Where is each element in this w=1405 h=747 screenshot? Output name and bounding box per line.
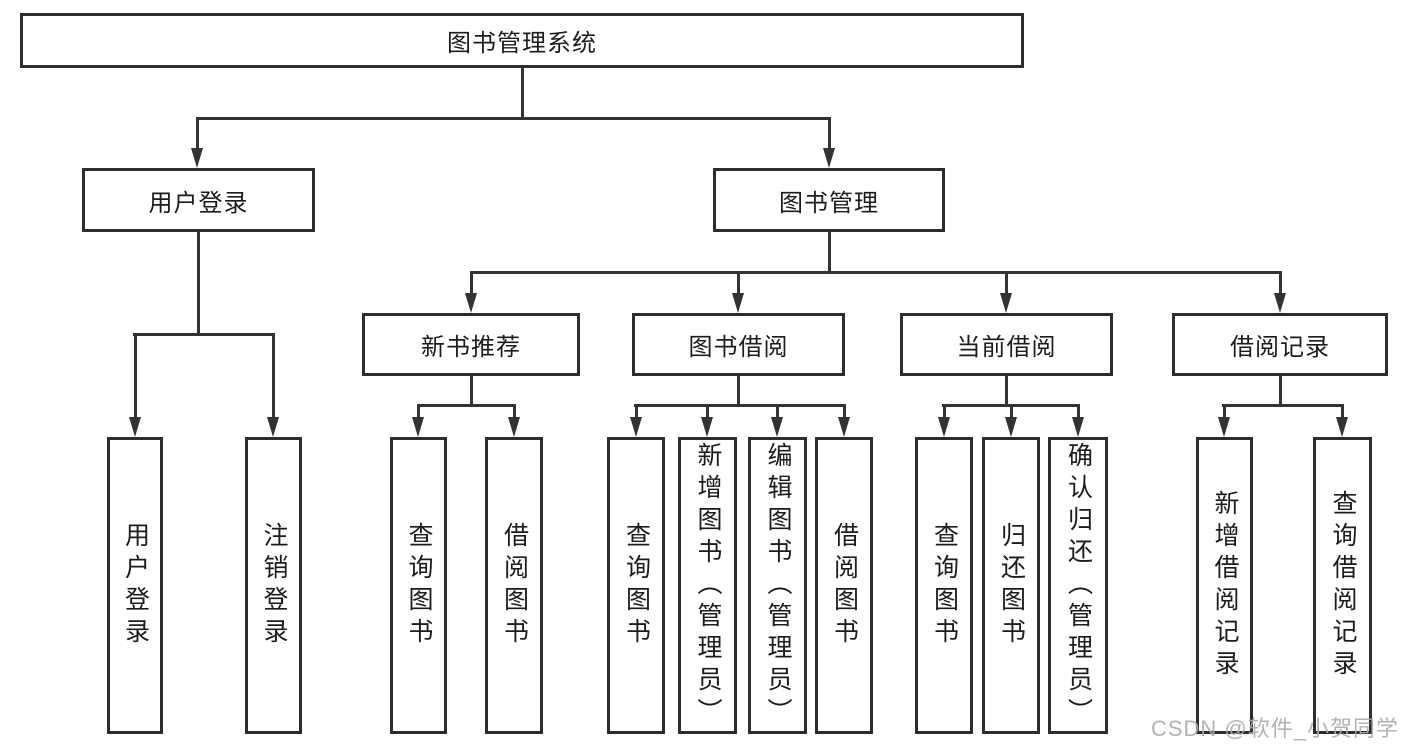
connector-2-arrow-3-shaft [1278, 272, 1282, 299]
arrow-down-icon [1273, 293, 1286, 313]
arrow-down-icon [1335, 417, 1348, 437]
node-user-login: 用户登录 [82, 168, 315, 232]
connector-0-arrow-1-shaft [827, 118, 831, 154]
arrow-down-icon [1004, 417, 1017, 437]
connector-1-arrow-0-shaft [133, 334, 137, 423]
connector-4-hline [634, 403, 846, 407]
node-current-borrowing: 当前借阅 [900, 313, 1113, 376]
arrow-down-icon [822, 148, 835, 168]
arrow-down-icon [1071, 417, 1084, 437]
node-label-current-borrowing: 当前借阅 [956, 334, 1057, 361]
connector-6-arrow-1-shaft [1340, 405, 1344, 423]
connector-2-arrow-2-shaft [1004, 272, 1008, 299]
arrow-down-icon [937, 417, 950, 437]
node-label-book-management: 图书管理 [779, 189, 879, 217]
connector-5-arrow-1-shaft [1009, 405, 1013, 423]
node-label-leaf-confirm-return: 确认归还（管理员） [1064, 441, 1093, 730]
node-leaf-edit-books: 编辑图书（管理员） [748, 437, 807, 734]
node-label-leaf-return-books: 归还图书 [997, 521, 1026, 650]
connector-6-stub [1278, 376, 1282, 407]
connector-5-arrow-0-shaft [942, 405, 946, 423]
node-leaf-confirm-return: 确认归还（管理员） [1048, 437, 1108, 734]
node-label-leaf-borrow-books-1: 借阅图书 [500, 521, 529, 650]
connector-2-stub [827, 232, 831, 274]
connector-5-arrow-2-shaft [1076, 405, 1080, 423]
connector-2-arrow-1-shaft [736, 272, 740, 299]
connector-2-arrow-0-shaft [469, 272, 473, 299]
connector-1-arrow-1-shaft [271, 334, 275, 423]
connector-1-stub [196, 232, 200, 336]
node-leaf-query-books-2: 查询图书 [607, 437, 665, 734]
connector-4-arrow-0-shaft [634, 405, 638, 423]
connector-4-arrow-1-shaft [705, 405, 709, 423]
node-label-borrowing-records: 借阅记录 [1230, 334, 1330, 361]
connector-0-hline [196, 116, 831, 120]
connector-3-arrow-1-shaft [512, 405, 516, 423]
node-borrowing-records: 借阅记录 [1172, 313, 1388, 376]
node-leaf-query-borrow-record: 查询借阅记录 [1313, 437, 1372, 734]
node-label-leaf-query-borrow-record: 查询借阅记录 [1329, 489, 1357, 682]
connector-3-stub [469, 376, 473, 407]
node-label-leaf-logout: 注销登录 [260, 521, 288, 650]
arrow-down-icon [266, 417, 279, 437]
node-label-leaf-borrow-books-2: 借阅图书 [830, 521, 859, 650]
arrow-down-icon [837, 417, 850, 437]
node-leaf-borrow-books-1: 借阅图书 [485, 437, 543, 734]
connector-5-stub [1004, 376, 1008, 407]
connector-3-hline [417, 403, 516, 407]
arrow-down-icon [411, 417, 424, 437]
arrow-down-icon [190, 148, 203, 168]
node-leaf-query-books-1: 查询图书 [390, 437, 447, 734]
node-leaf-logout: 注销登录 [245, 437, 302, 734]
arrow-down-icon [629, 417, 642, 437]
node-label-leaf-user-login: 用户登录 [121, 521, 150, 650]
node-label-user-login: 用户登录 [148, 189, 249, 217]
arrow-down-icon [700, 417, 713, 437]
node-label-leaf-query-books-3: 查询图书 [930, 521, 959, 650]
node-leaf-add-borrow-record: 新增借阅记录 [1196, 437, 1253, 734]
connector-6-hline [1222, 403, 1344, 407]
node-label-root: 图书管理系统 [447, 30, 597, 57]
connector-3-arrow-0-shaft [416, 405, 420, 423]
node-label-book-borrowing: 图书借阅 [688, 334, 789, 361]
node-book-management: 图书管理 [713, 168, 945, 232]
node-label-leaf-query-books-2: 查询图书 [622, 521, 651, 650]
node-label-leaf-add-books: 新增图书（管理员） [694, 441, 722, 730]
node-new-book-recommend: 新书推荐 [362, 313, 580, 376]
node-book-borrowing: 图书借阅 [632, 313, 845, 376]
node-label-leaf-edit-books: 编辑图书（管理员） [764, 441, 792, 730]
arrow-down-icon [128, 417, 141, 437]
connector-6-arrow-0-shaft [1222, 405, 1226, 423]
connector-4-arrow-2-shaft [775, 405, 779, 423]
connector-1-hline [133, 332, 275, 336]
arrow-down-icon [507, 417, 520, 437]
node-leaf-return-books: 归还图书 [982, 437, 1040, 734]
node-label-leaf-add-borrow-record: 新增借阅记录 [1211, 489, 1239, 682]
arrow-down-icon [464, 293, 477, 313]
arrow-down-icon [999, 293, 1012, 313]
node-leaf-borrow-books-2: 借阅图书 [815, 437, 873, 734]
node-leaf-query-books-3: 查询图书 [915, 437, 973, 734]
node-leaf-add-books: 新增图书（管理员） [678, 437, 737, 734]
arrow-down-icon [770, 417, 783, 437]
arrow-down-icon [1217, 417, 1230, 437]
connector-4-arrow-3-shaft [842, 405, 846, 423]
node-root: 图书管理系统 [20, 13, 1024, 68]
arrow-down-icon [731, 293, 744, 313]
node-label-new-book-recommend: 新书推荐 [421, 334, 521, 361]
connector-2-hline [470, 270, 1282, 274]
connector-4-stub [736, 376, 740, 407]
connector-0-stub [520, 68, 524, 120]
connector-0-arrow-0-shaft [195, 118, 199, 154]
node-leaf-user-login: 用户登录 [107, 437, 163, 734]
node-label-leaf-query-books-1: 查询图书 [405, 521, 433, 650]
